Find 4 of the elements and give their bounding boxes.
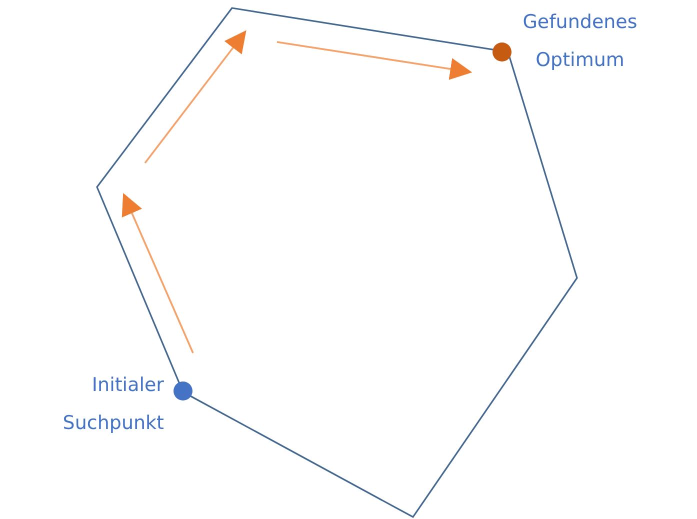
point-marker xyxy=(173,381,193,401)
point-label: Gefundenes Optimum xyxy=(522,10,638,73)
point-marker xyxy=(492,42,512,62)
point-label: Initialer Suchpunkt xyxy=(62,373,164,436)
